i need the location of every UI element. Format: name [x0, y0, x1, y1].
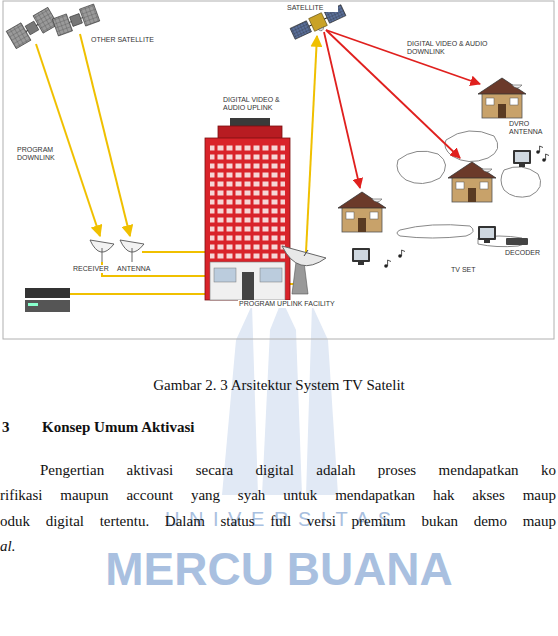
uplink-dish [282, 246, 326, 294]
link-label: DIGITAL VIDEO & AUDIO UPLINK [222, 96, 302, 113]
satellite-label: SATELLITE [286, 4, 338, 12]
link-label: PROGRAM DOWNLINK [16, 146, 58, 163]
map-islands [397, 131, 541, 247]
device-label: ANTENNA [116, 265, 151, 273]
body-text: Pengertian aktivasi secara digital adala… [40, 461, 556, 479]
receiver-dishes [90, 240, 144, 262]
facility-label: PROGRAM UPLINK FACILITY [238, 300, 336, 308]
link-label: DIGITAL VIDEO & AUDIO DOWNLINK [406, 40, 496, 57]
broadcast-building [205, 118, 290, 300]
device-label: DECODER [504, 249, 541, 257]
other-satellite [52, 4, 100, 36]
body-text: rifikasi maupun account yang syah untuk … [0, 486, 556, 504]
figure-frame [3, 1, 554, 339]
figure-caption: Gambar 2. 3 Arsitektur System TV Satelit [0, 376, 558, 394]
satellite-label: OTHER SATELLITE [90, 36, 162, 44]
section-heading: Konsep Umum Aktivasi [42, 418, 195, 436]
receiver-device [25, 288, 70, 312]
section-number: 3 [2, 418, 10, 436]
device-label: RECEIVER [72, 265, 110, 273]
body-text: oduk digital tertentu. Dalam status full… [0, 512, 556, 530]
watermark-text: MERCU BUANA [0, 544, 558, 595]
houses [338, 78, 549, 268]
body-text: al. [0, 537, 15, 555]
other-satellite [6, 7, 58, 48]
program-links [36, 34, 317, 294]
antenna-label: DVRO ANTENNA [508, 120, 548, 137]
device-label: TV SET [450, 266, 477, 274]
